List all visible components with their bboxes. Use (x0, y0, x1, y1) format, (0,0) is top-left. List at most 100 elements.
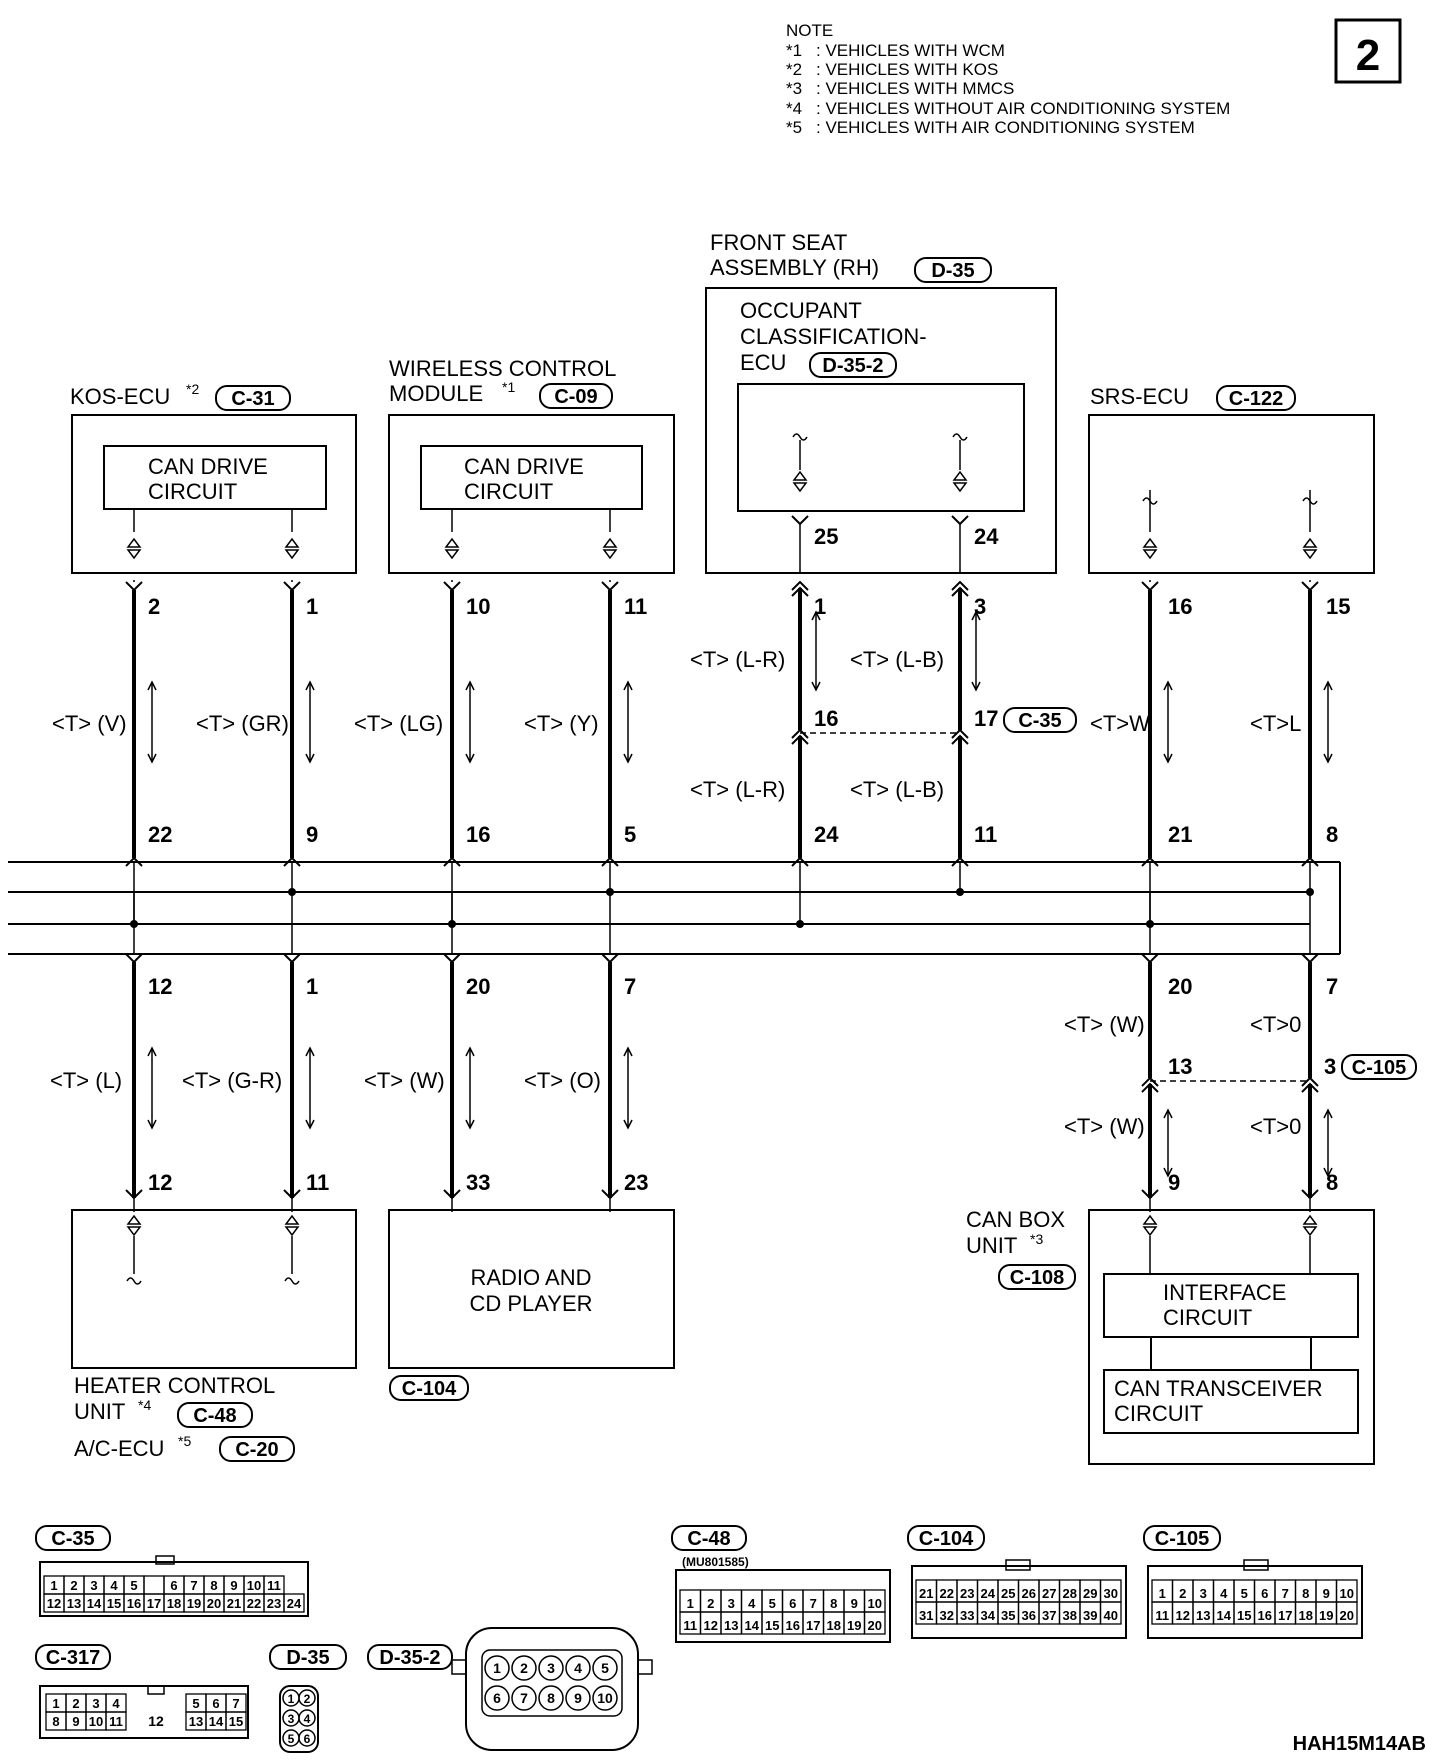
connector-c35-row2-pin: 21 (227, 1596, 241, 1611)
connector-d352-pin: 1 (493, 1660, 501, 1676)
seat-box (705, 287, 1057, 574)
canbox-box (1088, 1209, 1375, 1465)
wireless-control-module: WIRELESS CONTROL MODULE *1 C-09 CAN DRIV… (388, 356, 675, 574)
upper-wire-8-direction (1323, 680, 1333, 691)
connector-c104-cell (1099, 1601, 1122, 1625)
pin-seat-24: 24 (974, 524, 999, 549)
upper-wire-3-direction (465, 680, 475, 691)
connector-c35-row1-pin: 10 (247, 1578, 261, 1593)
connector-c105-latch (1243, 1559, 1269, 1571)
lower-wire-6-direction (1323, 1108, 1333, 1119)
connector-c104-pin: 34 (981, 1608, 996, 1623)
connector-c104-latch (1005, 1559, 1031, 1571)
lower-wire-1-direction (147, 1046, 157, 1057)
upper-wire-1-direction (147, 753, 157, 764)
lower-wire-5-bus-connector (1141, 953, 1159, 964)
connector-c105-pin: 5 (1241, 1586, 1248, 1601)
connector-c35-row1-pin: 1 (50, 1578, 57, 1593)
heater-connector: C-48 (193, 1405, 236, 1427)
connector-c317-right-bottom-pin: 14 (209, 1714, 224, 1729)
wire-color-canbox-o-bottom: <T>0 (1250, 1114, 1301, 1139)
connector-c35-row1-pin: 7 (190, 1578, 197, 1593)
pin-seat-25: 25 (814, 524, 838, 549)
connector-c105-pin: 3 (1200, 1586, 1207, 1601)
connector-c104-pin: 26 (1022, 1586, 1036, 1601)
connector-d352-pin-ring (592, 1685, 618, 1711)
connector-c48-pin: 10 (868, 1596, 882, 1611)
occupant-ecu-connector-badge (809, 352, 897, 378)
upper-labels: 2 22 <T> (V) 1 9 <T> (GR) 10 16 <T> (LG)… (52, 524, 1350, 847)
lower-wire-6-bus-connector (1301, 953, 1319, 964)
upper-wire-5-tilde (792, 433, 808, 441)
pin-srs-16: 16 (1168, 594, 1192, 619)
seat-connector: D-35 (931, 260, 974, 282)
occupant-ecu-line3: ECU (740, 350, 786, 375)
upper-wire-4-direction (623, 753, 633, 764)
connector-c35-row1-pin: 5 (130, 1578, 137, 1593)
front-seat-assembly: FRONT SEAT ASSEMBLY (RH) D-35 OCCUPANT C… (705, 230, 1057, 574)
srs-ecu-name: SRS-ECU (1090, 384, 1189, 409)
connector-d352-pin-ring (511, 1685, 537, 1711)
lower-wire-1-bus-connector (125, 953, 143, 964)
transceiver-line1: CAN TRANSCEIVER (1114, 1376, 1323, 1401)
connector-c317-left-bottom-pin: 10 (89, 1714, 103, 1729)
connector-c35-row2-pin: 22 (247, 1596, 261, 1611)
lower-wire-2-bus-connector (283, 953, 301, 964)
ac-ecu-connector: C-20 (235, 1439, 278, 1461)
pin-seat-16: 16 (814, 706, 838, 731)
ac-ecu-name: A/C-ECU (74, 1436, 164, 1461)
note-text-2: : VEHICLES WITH KOS (816, 60, 998, 79)
connector-c104-pin: 22 (940, 1586, 954, 1601)
kos-ecu: KOS-ECU *2 C-31 CAN DRIVE CIRCUIT (70, 381, 357, 574)
upper-wire-3-symbol (444, 537, 460, 548)
lower-wire-4-bus-connector (601, 953, 619, 964)
lower-wire-3-bus-connector (443, 953, 461, 964)
connector-c105-pin: 10 (1340, 1586, 1354, 1601)
connector-c35-row2-pin: 16 (127, 1596, 141, 1611)
connector-c317-badge (35, 1644, 111, 1670)
connector-c317-right-top-pin: 7 (232, 1696, 239, 1711)
connector-c317-left-bottom-pin: 9 (72, 1714, 79, 1729)
note-block: NOTE *1 : VEHICLES WITH WCM *2 : VEHICLE… (786, 21, 1230, 137)
connector-c317-left-bottom-pin: 8 (52, 1714, 59, 1729)
connector-c104-pin: 33 (960, 1608, 974, 1623)
occupant-ecu-line1: OCCUPANT (740, 298, 862, 323)
pin-radio-7-top: 7 (624, 974, 636, 999)
upper-wire-7-direction (1163, 753, 1173, 764)
canbox-mid-connector-badge (1341, 1054, 1417, 1080)
upper-wire-5-seat-connector (791, 580, 809, 591)
connector-c35-row2-pin: 17 (147, 1596, 161, 1611)
connector-d352-pin-ring (565, 1685, 591, 1711)
wire-color-kos-v: <T> (V) (52, 711, 127, 736)
connector-d352-pin: 9 (574, 1690, 582, 1706)
connector-c317-pin: 12 (148, 1713, 164, 1729)
connector-c104-pin: 38 (1063, 1608, 1077, 1623)
pin-seat-11: 11 (974, 822, 997, 847)
upper-wire-6-direction-top (971, 610, 981, 621)
upper-wire-2-bus-connector (283, 856, 301, 867)
upper-wire-2-direction (305, 680, 315, 691)
upper-wire-3-bus-connector (443, 856, 461, 867)
upper-wire-8-connector (1301, 581, 1319, 592)
pin-radio-20-top: 20 (466, 974, 490, 999)
connector-c35-row2-pin: 19 (187, 1596, 201, 1611)
upper-wire-2-connector (283, 581, 301, 592)
connector-c48-pin: 16 (786, 1618, 800, 1633)
occupant-ecu-box (737, 383, 1025, 512)
upper-wire-7-direction (1163, 680, 1173, 691)
upper-wire-4-symbol (602, 537, 618, 548)
lower-wire-1-direction (147, 1119, 157, 1130)
connector-c48-label: C-48 (687, 1528, 730, 1550)
connector-c35-label: C-35 (51, 1528, 94, 1550)
connector-c105-pin: 2 (1179, 1586, 1186, 1601)
connector-c35-row2-pin: 23 (267, 1596, 281, 1611)
pin-canbox-20-top: 20 (1168, 974, 1192, 999)
pin-canbox-8: 8 (1326, 1170, 1338, 1195)
connector-d352-pin-ring (565, 1655, 591, 1681)
srs-connector-badge (1216, 385, 1296, 411)
upper-wire-7-symbol (1142, 537, 1158, 548)
connector-c48-pin: 17 (806, 1618, 820, 1633)
occupant-ecu-line2: CLASSIFICATION- (740, 324, 927, 349)
upper-wire-3-connector (443, 581, 461, 592)
